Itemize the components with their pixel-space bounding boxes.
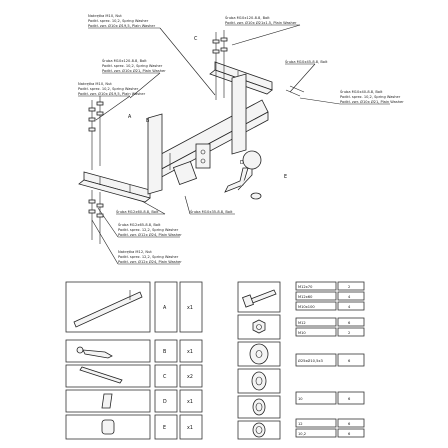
side-arm-right <box>231 73 247 155</box>
side-arm-left <box>147 113 163 195</box>
callout-text: Śruba M10x35-8.8, Bolt <box>190 209 233 214</box>
part-letter: A <box>163 305 167 311</box>
part-letter-c: C <box>194 36 198 42</box>
part-qty: x1 <box>187 425 193 431</box>
hardware-qty: 6 <box>348 397 351 401</box>
thumb-washer-small <box>252 398 266 416</box>
callout-text: Podkł. zwr. Ø12x Ø24, Plain Washer <box>118 259 182 264</box>
hardware-qty: 2 <box>348 285 350 289</box>
callout-text: Podkł. sprez. 10,2, Spring Washer <box>88 19 149 23</box>
svg-text:C: C <box>194 36 198 42</box>
callout-lower-left: Śruba M12x65-8.8, Bolt Podkł. sprez. 12,… <box>118 222 182 237</box>
part-letter: B <box>163 349 166 355</box>
hardware-spec: 10 <box>298 397 303 401</box>
hardware-qty: 2 <box>348 331 350 335</box>
parts-table <box>65 281 365 440</box>
thumb-socket-plate <box>101 393 113 409</box>
hardware-spec: 12 <box>298 422 303 426</box>
tow-ball <box>224 150 262 193</box>
callout-text: Śruba M10x45-8.8, Bolt <box>285 59 328 64</box>
callout-mid-low: Śruba M12x60-8.8, Bolt Śruba M10x35-8.8,… <box>116 209 233 214</box>
hardware-qty: 6 <box>348 321 351 325</box>
part-letter-e: E <box>284 174 287 180</box>
hardware-qty: 6 <box>348 432 351 436</box>
svg-text:D: D <box>240 160 244 166</box>
part-image-b <box>65 339 151 363</box>
callout-text: Podkł. zwr. Ø10x Ø21x1.5, Plain Washer <box>225 20 297 25</box>
callout-text: Podkł. zwr. Ø10x Ø19,5, Plain Washer <box>88 23 156 28</box>
callout-upper-left: Śruba M10x120-8.8, Bolt Podkł. sprez. 10… <box>102 58 166 73</box>
callout-text: Podkł. zwr. Ø12x Ø24, Plain Washer <box>118 232 182 237</box>
tow-socket-plate <box>195 143 211 169</box>
thumb-cap <box>101 419 115 435</box>
part-qty: x1 <box>187 305 193 311</box>
callout-text: Podkł. zwr. Ø10x Ø19,5, Plain Washer <box>78 91 146 96</box>
part-image-d <box>65 389 151 413</box>
callout-text: Podkł. zwr. Ø10x Ø21, Plain Washer <box>102 68 166 73</box>
callout-text: Nakrętka M10, Nut <box>78 82 112 86</box>
part-image-a <box>65 281 151 333</box>
callout-text: Śruba M12x65-8.8, Bolt <box>118 222 161 227</box>
hardware-qty: 6 <box>348 422 351 426</box>
part-image-e <box>65 414 151 440</box>
callout-text: Śruba M10x40-8.8, Bolt <box>340 89 383 94</box>
callout-text: Podkł. sprez. 10,2, Spring Washer <box>102 64 163 68</box>
callout-text: Podkł. zwr. Ø10x Ø21, Plain Washer <box>340 99 404 104</box>
callout-left: Nakrętka M10, Nut Podkł. sprez. 10,2, Sp… <box>78 82 146 96</box>
hardware-qty: 4 <box>348 305 351 309</box>
hardware-spec: M12x60 <box>298 295 313 299</box>
callout-text: Nakrętka M10, Nut <box>88 14 122 18</box>
part-letter-b: B <box>146 118 149 124</box>
part-qty: x2 <box>187 374 193 380</box>
thumb-bolt <box>242 289 277 308</box>
callout-top-mid: Śruba M10x120-8.8, Bolt Podkł. zwr. Ø10x… <box>225 15 297 25</box>
callout-text: Śruba M12x60-8.8, Bolt <box>116 209 159 214</box>
hardware-spec: M10 <box>298 331 306 335</box>
thumb-nut <box>252 319 266 334</box>
callout-text: Podkł. sprez. 10,2, Spring Washer <box>78 87 139 91</box>
thumb-washer-large <box>249 343 269 365</box>
thumb-side-arms <box>79 366 123 384</box>
callout-text: Podkł. sprez. 12,2, Spring Washer <box>118 255 179 259</box>
part-letter: C <box>163 374 167 380</box>
ball-pin <box>250 192 262 200</box>
callout-bottom: Nakrętka M12, Nut Podkł. sprez. 12,2, Sp… <box>118 250 182 264</box>
callout-text: Podkł. sprez. 10,2, Spring Washer <box>340 95 401 99</box>
callout-text: Nakrętka M12, Nut <box>118 250 152 254</box>
thumb-spring-washer <box>252 422 266 438</box>
mounting-bracket-left <box>78 171 151 203</box>
svg-text:A: A <box>128 114 132 120</box>
hardware-qty: 4 <box>348 295 351 299</box>
part-image-c <box>65 364 151 388</box>
part-letter: D <box>163 399 167 405</box>
hardware-spec: M10x100 <box>298 305 315 309</box>
hardware-spec: M12x70 <box>298 285 313 289</box>
hardware-spec: Ø25xØ10,5x3 <box>298 358 323 363</box>
hardware-spec: 10,2 <box>298 432 306 436</box>
thumb-tow-ball <box>76 346 113 359</box>
svg-text:B: B <box>146 118 149 124</box>
callout-text: Śruba M10x120-8.8, Bolt <box>102 58 147 63</box>
part-qty: x1 <box>187 349 193 355</box>
callout-text: Śruba M10x120-8.8, Bolt <box>225 15 270 20</box>
hardware-qty: 6 <box>348 359 351 363</box>
part-letter-a: A <box>128 114 132 120</box>
thumb-crossbar <box>73 290 143 328</box>
part-qty: x1 <box>187 399 193 405</box>
hardware-spec: M12 <box>298 321 306 325</box>
washer-stack <box>88 37 228 218</box>
part-letter: E <box>163 425 166 431</box>
socket-holder <box>172 160 198 186</box>
thumb-washer-medium <box>251 371 267 391</box>
callout-leaders <box>78 24 390 265</box>
callout-top-left: Nakrętka M10, Nut Podkł. sprez. 10,2, Sp… <box>88 14 156 28</box>
callout-text: Podkł. sprez. 12,2, Spring Washer <box>118 228 179 232</box>
callout-top-right: Śruba M10x45-8.8, Bolt <box>285 59 328 64</box>
svg-text:E: E <box>284 174 287 180</box>
part-letter-d: D <box>240 160 244 166</box>
callout-right: Śruba M10x40-8.8, Bolt Podkł. sprez. 10,… <box>340 89 404 104</box>
